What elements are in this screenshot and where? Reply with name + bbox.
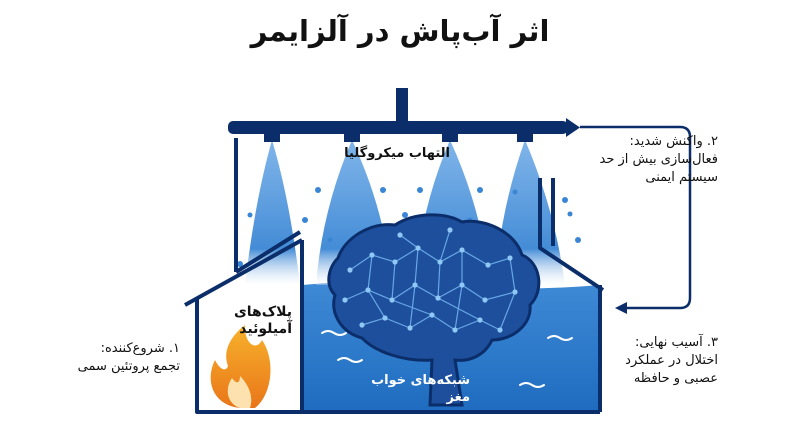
house-outline xyxy=(184,138,605,414)
step-1-text: تجمع پروتئین سمی xyxy=(77,359,180,374)
step-2-text-line1: فعال‌سازی بیش از حد xyxy=(599,152,718,167)
water-droplets xyxy=(237,187,581,267)
microglia-label: التهاب میکروگلیا xyxy=(344,146,450,161)
water-waves xyxy=(321,330,573,388)
step-2-heading: ۲. واکنش شدید: xyxy=(629,134,719,149)
step-1-heading: ۱. شروع‌کننده: xyxy=(100,341,180,356)
brain-illustration xyxy=(327,213,541,407)
cycle-arrow xyxy=(580,125,692,310)
brain-network-label: شبکه‌های خواب مغز xyxy=(371,373,470,405)
cycle-arrowhead xyxy=(615,302,627,314)
step-3-heading: ۳. آسیب نهایی: xyxy=(635,335,718,350)
plaques-label-line1: پلاک‌های xyxy=(233,304,292,320)
step-3-text-line1: اختلال در عملکرد xyxy=(625,353,718,368)
diagram-title: اثر آب‌پاش در آلزایمر xyxy=(250,14,550,48)
sprinkler-pipe xyxy=(228,88,580,142)
step-3-text-line2: عصبی و حافظه xyxy=(633,371,718,386)
step-2-text-line2: سیستم ایمنی xyxy=(645,170,718,185)
fire-icon xyxy=(210,325,271,408)
plaques-label-line2: آمیلوئید xyxy=(239,321,292,337)
